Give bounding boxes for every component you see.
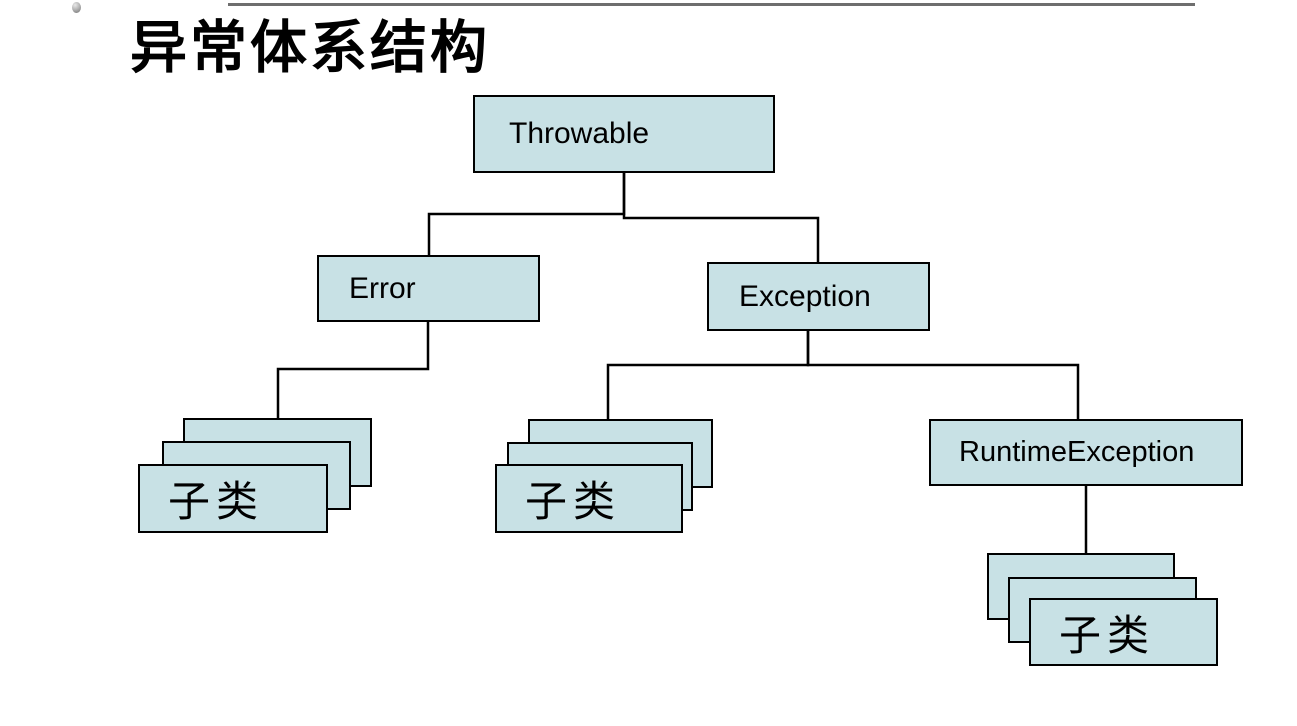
node-runtime-exception: RuntimeException <box>929 419 1243 486</box>
node-error-label: Error <box>349 271 416 305</box>
slide-bullet-dot <box>72 2 81 13</box>
connector-exception-subclasses <box>606 330 810 420</box>
node-error: Error <box>317 255 540 322</box>
node-exception: Exception <box>707 262 930 331</box>
connector-throwable-exception <box>622 173 820 263</box>
node-runtime-exception-label: RuntimeException <box>959 436 1195 468</box>
node-throwable-label: Throwable <box>509 117 650 150</box>
exception-subclass-label: 子类 <box>525 480 622 526</box>
slide-title: 异常体系结构 <box>130 17 490 80</box>
connector-throwable-error <box>427 173 626 256</box>
connector-exception-runtimeexception <box>806 330 1080 420</box>
connector-error-subclasses <box>276 321 430 419</box>
exception-subclass-card-front: 子类 <box>495 464 683 533</box>
node-throwable: Throwable <box>473 95 775 173</box>
error-subclass-card-front: 子类 <box>138 464 328 533</box>
error-subclass-label: 子类 <box>168 480 265 526</box>
runtime-subclass-label: 子类 <box>1059 613 1156 660</box>
node-exception-label: Exception <box>739 279 871 313</box>
runtime-subclass-card-front: 子类 <box>1029 598 1218 666</box>
header-rule <box>228 3 1195 6</box>
